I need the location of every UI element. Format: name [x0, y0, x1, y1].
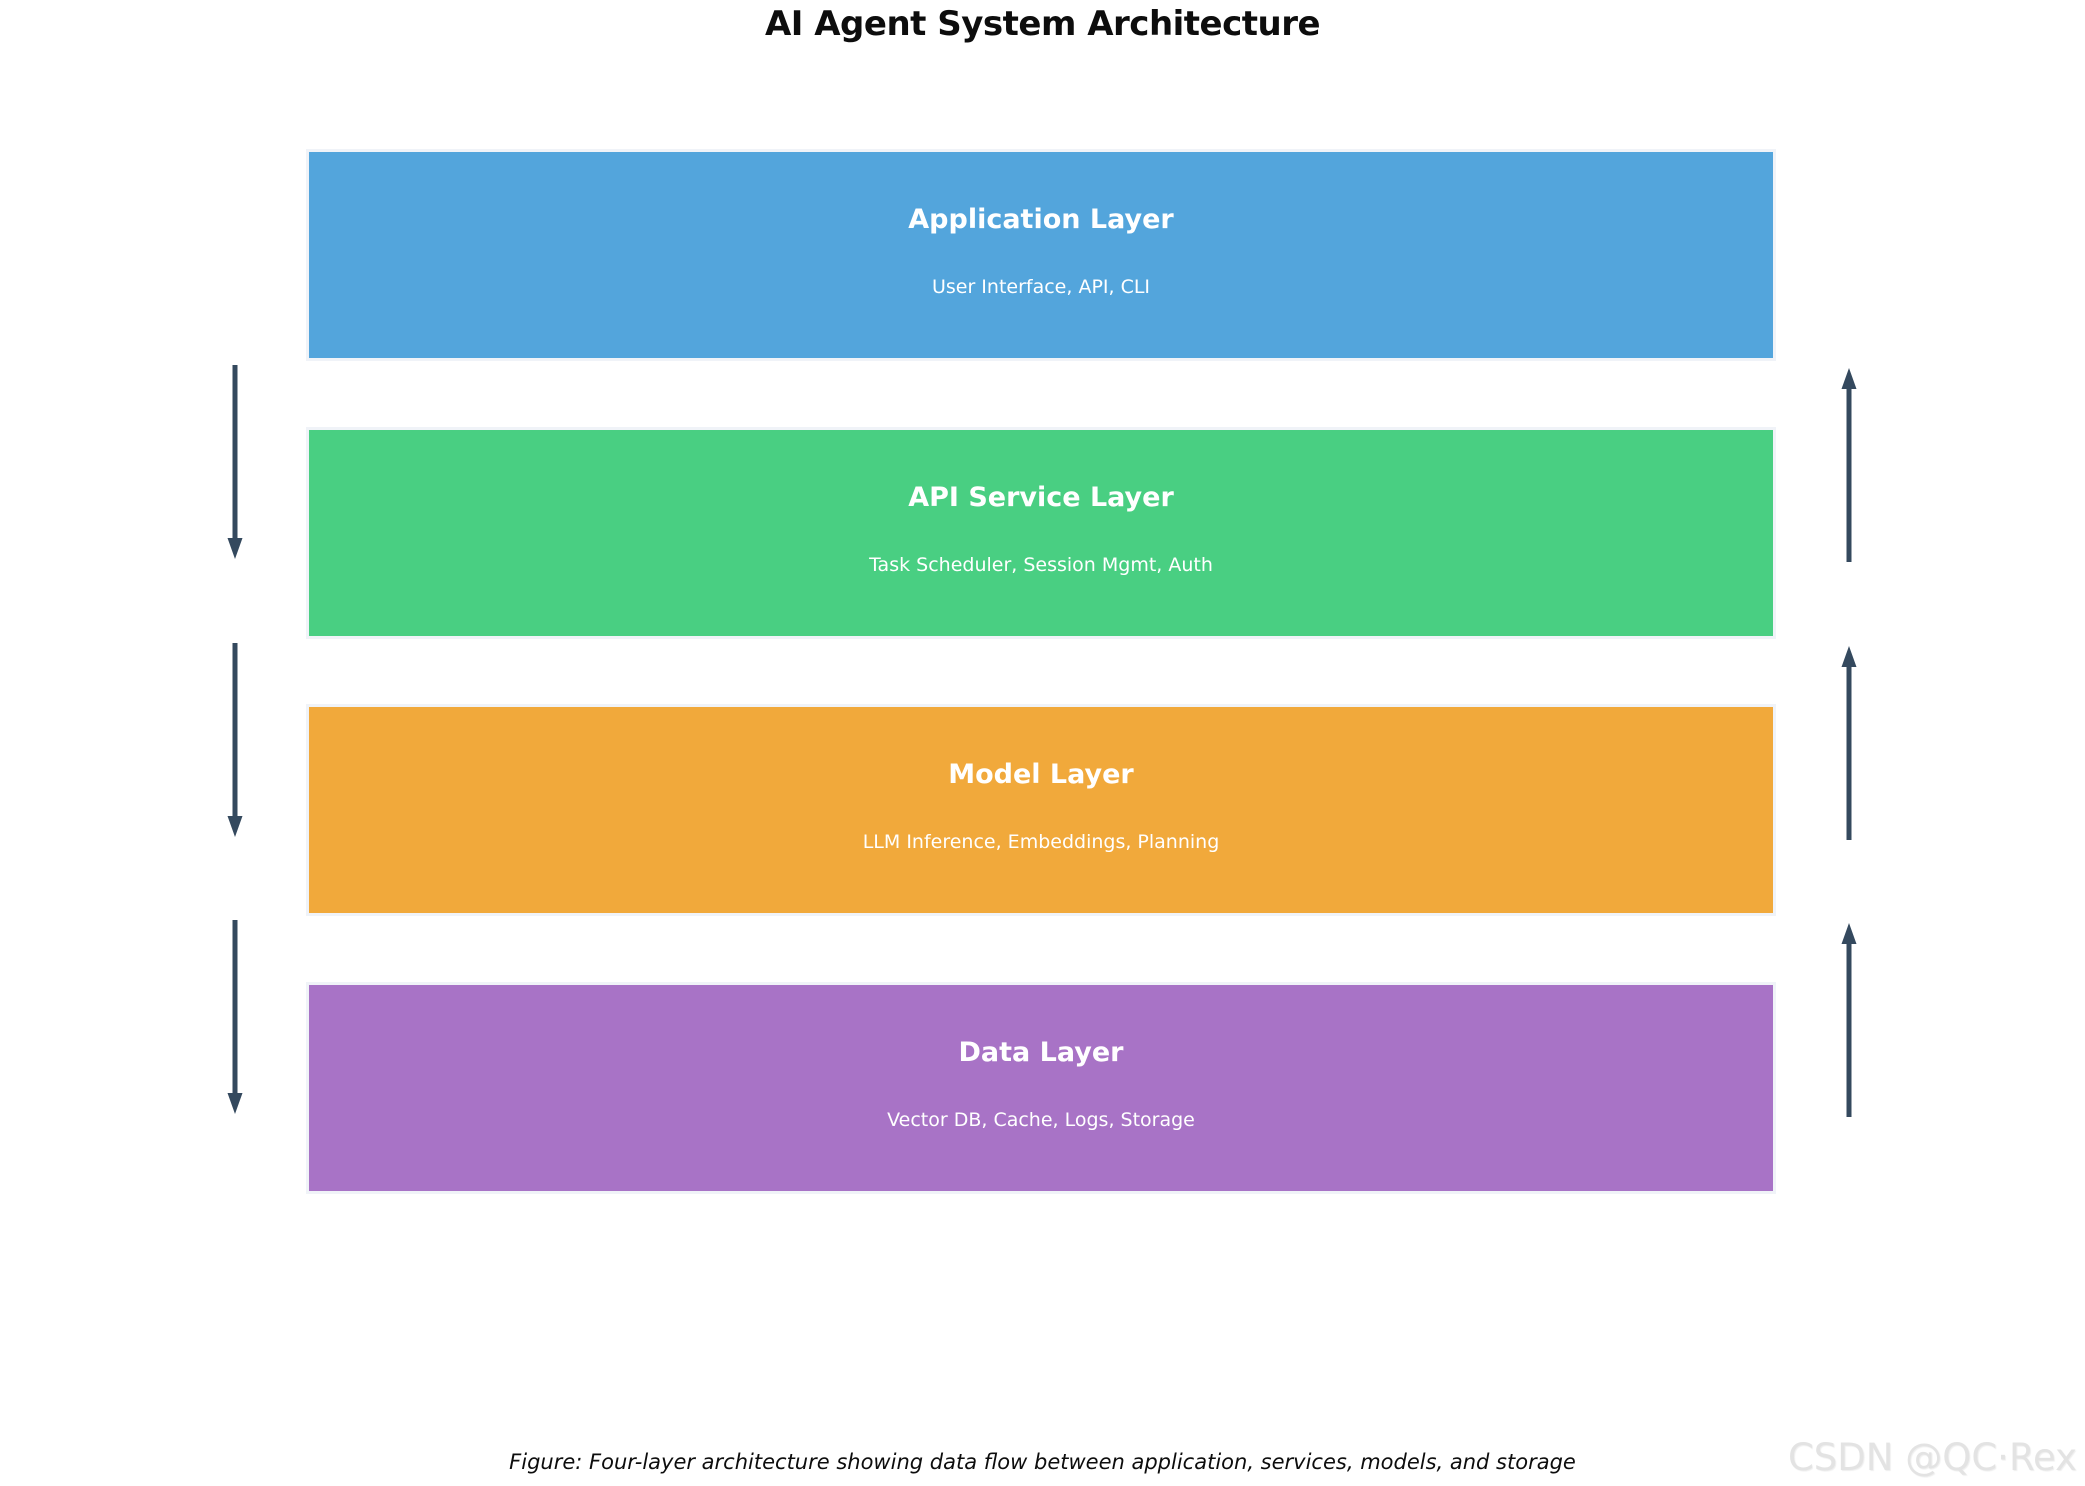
up-arrow-icon: [1841, 923, 1857, 1117]
layer-data: Data Layer Vector DB, Cache, Logs, Stora…: [309, 985, 1773, 1191]
layer-model-title: Model Layer: [948, 759, 1134, 790]
diagram-title: AI Agent System Architecture: [764, 4, 1321, 44]
layer-api-service-title: API Service Layer: [908, 482, 1174, 513]
layer-data-components: Vector DB, Cache, Logs, Storage: [887, 1109, 1195, 1131]
layer-application: Application Layer User Interface, API, C…: [309, 152, 1773, 358]
layer-application-components: User Interface, API, CLI: [931, 276, 1151, 298]
layer-model: Model Layer LLM Inference, Embeddings, P…: [309, 707, 1773, 913]
layer-model-components: LLM Inference, Embeddings, Planning: [862, 831, 1220, 853]
down-arrow-icon: [227, 920, 243, 1114]
layer-api-service-components: Task Scheduler, Session Mgmt, Auth: [869, 554, 1213, 576]
down-arrow-icon: [227, 365, 243, 559]
layer-data-title: Data Layer: [958, 1037, 1124, 1068]
layer-application-title: Application Layer: [908, 204, 1174, 235]
up-arrow-icon: [1841, 368, 1857, 562]
up-arrow-icon: [1841, 646, 1857, 840]
layer-api-service: API Service Layer Task Scheduler, Sessio…: [309, 430, 1773, 636]
watermark: CSDN @QC·Rex: [1787, 1436, 2077, 1479]
down-arrow-icon: [227, 643, 243, 837]
figure-caption: Figure: Four-layer architecture showing …: [509, 1450, 1576, 1474]
